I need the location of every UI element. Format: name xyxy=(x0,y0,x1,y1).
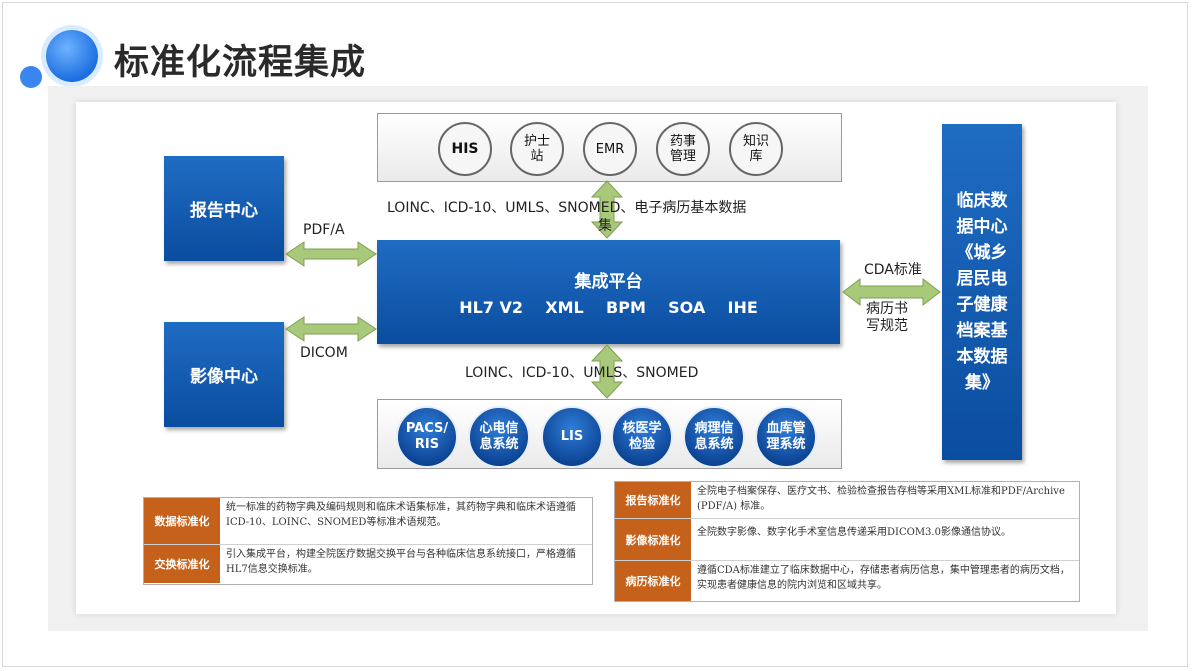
system-lis: LIS xyxy=(541,406,603,468)
system-emr: EMR xyxy=(583,122,637,176)
standard-row-data: 数据标准化 统一标准的药物字典及编码规则和临床术语集标准，其药物字典和临床术语遵… xyxy=(144,498,592,544)
system-nurse-station-label: 护士 站 xyxy=(523,134,550,164)
system-pharmacy: 药事 管理 xyxy=(656,122,710,176)
pdfa-label: PDF/A xyxy=(303,222,345,238)
system-nuclear-label: 核医学 检验 xyxy=(622,421,662,452)
system-pacs: PACS/ RIS xyxy=(396,406,458,468)
system-ecg: 心电信 息系统 xyxy=(468,406,530,468)
top-standards-label: LOINC、ICD-10、UMLS、SNOMED、电子病历基本数据 xyxy=(387,200,747,216)
image-center-label: 影像中心 xyxy=(190,367,258,387)
dicom-label: DICOM xyxy=(300,345,348,361)
system-pacs-label: PACS/ RIS xyxy=(405,421,449,452)
left-standards-table: 数据标准化 统一标准的药物字典及编码规则和临床术语集标准，其药物字典和临床术语遵… xyxy=(143,497,593,585)
decor-dot-large xyxy=(46,30,98,82)
decor-dot-small xyxy=(20,66,42,88)
arrow-bottom-vertical xyxy=(590,344,624,399)
report-center-box: 报告中心 xyxy=(164,156,284,261)
system-knowledge: 知识 库 xyxy=(729,122,783,176)
clinical-data-center-box: 临床数 据中心 《城乡 居民电 子健康 档案基 本数据 集》 xyxy=(942,124,1022,460)
standard-row-exchange: 交换标准化 引入集成平台，构建全院医疗数据交换平台与各种临床信息系统接口，严格遵… xyxy=(144,544,592,583)
clinical-data-center-label: 临床数 据中心 《城乡 居民电 子健康 档案基 本数据 集》 xyxy=(956,191,1008,393)
arrow-platform-clinical xyxy=(842,277,941,307)
writing-norm-label: 病历书 写规范 xyxy=(866,301,908,334)
system-nurse-station: 护士 站 xyxy=(510,122,564,176)
standard-row-image: 影像标准化 全院数字影像、数字化手术室信息传递采用DICOM3.0影像通信协议。 xyxy=(615,518,1079,561)
system-lis-label: LIS xyxy=(560,429,584,444)
standard-tag-record: 病历标准化 xyxy=(615,561,691,601)
page-title: 标准化流程集成 xyxy=(114,43,367,83)
standard-text-record: 遵循CDA标准建立了临床数据中心，存储患者病历信息，集中管理患者的病历文档，实现… xyxy=(697,565,1070,591)
standard-tag-image: 影像标准化 xyxy=(615,519,691,561)
cda-label: CDA标准 xyxy=(864,262,922,278)
system-blood-bank: 血库管 理系统 xyxy=(755,406,817,468)
platform-name: 集成平台 xyxy=(574,272,643,292)
arrow-top-vertical xyxy=(590,180,624,239)
standard-row-record: 病历标准化 遵循CDA标准建立了临床数据中心，存储患者病历信息，集中管理患者的病… xyxy=(615,560,1079,601)
system-his-label: HIS xyxy=(451,140,479,157)
platform-standards: HL7 V2 XML BPM SOA IHE xyxy=(459,298,758,317)
standard-text-exchange: 引入集成平台，构建全院医疗数据交换平台与各种临床信息系统接口，严格遵循HL7信息… xyxy=(226,549,576,575)
system-ecg-label: 心电信 息系统 xyxy=(479,421,519,452)
standard-tag-report: 报告标准化 xyxy=(615,482,691,518)
arrow-image-platform xyxy=(285,316,377,342)
report-center-label: 报告中心 xyxy=(190,201,258,221)
right-standards-table: 报告标准化 全院电子档案保存、医疗文书、检验检查报告存档等采用XML标准和PDF… xyxy=(614,481,1080,602)
image-center-box: 影像中心 xyxy=(164,322,284,427)
standard-row-report: 报告标准化 全院电子档案保存、医疗文书、检验检查报告存档等采用XML标准和PDF… xyxy=(615,482,1079,518)
system-his: HIS xyxy=(438,122,492,176)
system-blood-bank-label: 血库管 理系统 xyxy=(766,421,806,452)
standard-text-data: 统一标准的药物字典及编码规则和临床术语集标准，其药物字典和临床术语遵循ICD-1… xyxy=(226,502,576,528)
system-nuclear: 核医学 检验 xyxy=(611,406,673,468)
top-standards-label-wrap: 集 xyxy=(598,218,612,234)
standard-tag-exchange: 交换标准化 xyxy=(144,545,220,583)
standard-text-image: 全院数字影像、数字化手术室信息传递采用DICOM3.0影像通信协议。 xyxy=(697,527,1011,538)
system-pathology-label: 病理信 息系统 xyxy=(694,421,734,452)
integration-platform-box: 集成平台 HL7 V2 XML BPM SOA IHE xyxy=(377,240,840,344)
system-emr-label: EMR xyxy=(595,141,625,157)
system-knowledge-label: 知识 库 xyxy=(742,134,769,164)
bottom-standards-label: LOINC、ICD-10、UMLS、SNOMED xyxy=(465,365,699,381)
standard-text-report: 全院电子档案保存、医疗文书、检验检查报告存档等采用XML标准和PDF/Archi… xyxy=(697,486,1065,512)
system-pathology: 病理信 息系统 xyxy=(683,406,745,468)
standard-tag-data: 数据标准化 xyxy=(144,498,220,544)
system-pharmacy-label: 药事 管理 xyxy=(669,134,696,164)
arrow-report-platform xyxy=(285,241,377,267)
